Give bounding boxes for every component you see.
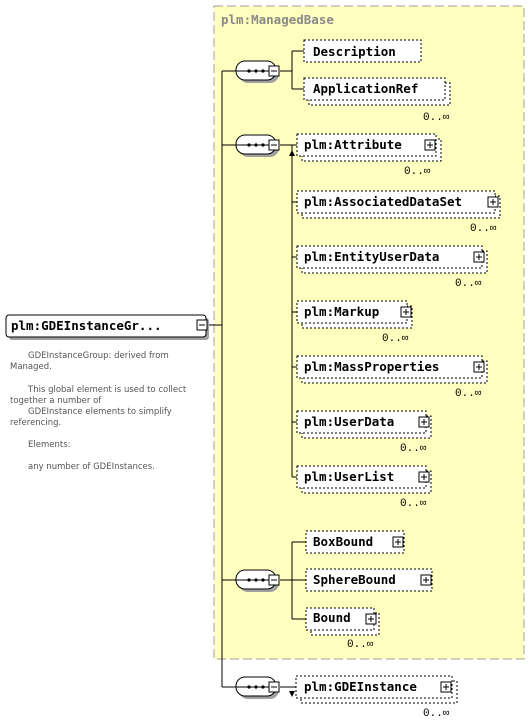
element-bound[interactable]: Bound 0..∞ <box>305 607 380 651</box>
doc-line: This global element is used to collect <box>27 385 187 395</box>
arrow-marker-icon <box>289 691 295 697</box>
arrow-marker-icon <box>289 150 295 156</box>
element-spherebound[interactable]: SphereBound <box>305 568 433 592</box>
sequence-icon <box>247 685 265 689</box>
root-element-label: plm:GDEInstanceGr... <box>11 318 162 333</box>
doc-line: GDEInstance elements to simplify <box>28 407 172 417</box>
element-label: plm:GDEInstance <box>304 679 417 694</box>
cardinality: 0..∞ <box>382 333 409 345</box>
element-label: plm:UserList <box>304 469 394 484</box>
expand-icon[interactable] <box>365 613 377 625</box>
element-userdata[interactable]: plm:UserData 0..∞ <box>296 410 432 455</box>
element-label: plm:Attribute <box>304 137 402 152</box>
sequence-icon <box>247 69 265 73</box>
element-entityuserdata[interactable]: plm:EntityUserData 0..∞ <box>296 245 488 290</box>
element-attribute[interactable]: plm:Attribute 0..∞ <box>296 133 442 178</box>
cardinality: 0..∞ <box>455 388 482 400</box>
sequence-icon <box>247 578 265 582</box>
expand-icon[interactable] <box>424 139 436 151</box>
element-label: plm:AssociatedDataSet <box>304 194 462 209</box>
doc-line: together a number of <box>10 396 102 406</box>
expand-icon[interactable] <box>487 196 499 208</box>
root-element[interactable]: plm:GDEInstanceGr... <box>5 314 209 340</box>
element-label: ApplicationRef <box>313 81 418 96</box>
managed-base-title: plm:ManagedBase <box>221 12 334 27</box>
sequence-compositor-3[interactable] <box>235 569 280 592</box>
element-description[interactable]: Description <box>303 39 422 63</box>
collapse-icon[interactable] <box>268 574 280 586</box>
root-documentation: GDEInstanceGroup: derived from Managed. … <box>10 351 187 472</box>
expand-icon[interactable] <box>473 361 485 373</box>
collapse-icon[interactable] <box>268 139 280 151</box>
element-label: plm:Markup <box>304 304 379 319</box>
expand-icon[interactable] <box>400 306 412 318</box>
element-applicationref[interactable]: ApplicationRef 0..∞ <box>303 77 451 124</box>
doc-line: GDEInstanceGroup: derived from <box>28 351 169 361</box>
doc-line: Managed. <box>10 362 52 372</box>
element-markup[interactable]: plm:Markup 0..∞ <box>296 300 413 345</box>
cardinality: 0..∞ <box>404 166 431 178</box>
element-label: Bound <box>313 610 351 625</box>
connectors <box>209 50 306 688</box>
element-label: BoxBound <box>313 534 373 549</box>
collapse-icon[interactable] <box>268 65 280 77</box>
collapse-icon[interactable] <box>268 681 280 693</box>
expand-icon[interactable] <box>418 416 430 428</box>
element-associateddataset[interactable]: plm:AssociatedDataSet 0..∞ <box>296 190 501 235</box>
expand-icon[interactable] <box>196 319 208 331</box>
expand-icon[interactable] <box>440 681 452 693</box>
element-label: Description <box>313 44 396 59</box>
element-label: plm:MassProperties <box>304 359 439 374</box>
element-massproperties[interactable]: plm:MassProperties 0..∞ <box>296 355 488 400</box>
doc-line: Elements: <box>28 440 70 450</box>
sequence-compositor-1[interactable] <box>235 60 280 83</box>
cardinality: 0..∞ <box>455 278 482 290</box>
element-label: plm:EntityUserData <box>304 249 439 264</box>
expand-icon[interactable] <box>473 251 485 263</box>
cardinality: 0..∞ <box>470 223 497 235</box>
element-gdeinstance[interactable]: plm:GDEInstance 0..∞ <box>295 675 458 720</box>
sequence-compositor-2[interactable] <box>235 134 280 157</box>
doc-line: referencing. <box>10 418 61 428</box>
sequence-icon <box>247 143 265 147</box>
expand-icon[interactable] <box>420 574 432 586</box>
element-label: plm:UserData <box>304 414 394 429</box>
doc-line: any number of GDEInstances. <box>28 462 155 472</box>
element-label: SphereBound <box>313 572 396 587</box>
cardinality: 0..∞ <box>347 639 374 651</box>
cardinality: 0..∞ <box>400 498 427 510</box>
element-boxbound[interactable]: BoxBound <box>305 530 405 554</box>
cardinality: 0..∞ <box>400 443 427 455</box>
expand-icon[interactable] <box>418 471 430 483</box>
cardinality: 0..∞ <box>423 112 450 124</box>
sequence-compositor-4[interactable] <box>235 676 280 699</box>
expand-icon[interactable] <box>392 536 404 548</box>
cardinality: 0..∞ <box>423 708 450 720</box>
element-userlist[interactable]: plm:UserList 0..∞ <box>296 465 432 510</box>
